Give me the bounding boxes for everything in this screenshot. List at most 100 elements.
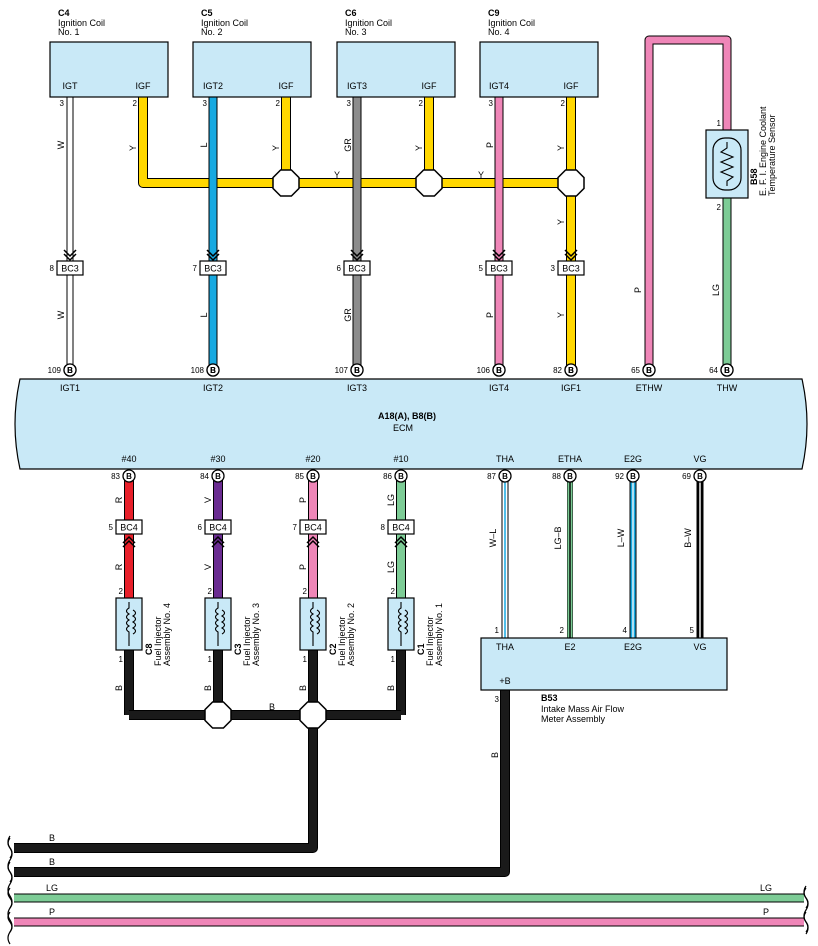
coil-1-wire-b-color: Y xyxy=(128,145,138,151)
bus-wire-4-label-right: P xyxy=(763,907,769,917)
maf-pin-1: 1 xyxy=(495,626,500,635)
bc4-connector-4 xyxy=(387,519,415,535)
injector-1-pin-bottom: 1 xyxy=(119,655,124,664)
ecm-label-injector-4: #10 xyxy=(393,454,408,464)
ecm-label-maf-3: E2G xyxy=(624,454,642,464)
ecm-pin-maf-E2G xyxy=(626,469,640,483)
ecm-label-IGT3: IGT3 xyxy=(347,383,367,393)
bc3-chevron-1 xyxy=(63,249,77,262)
injector-1-coil-icon-b xyxy=(131,609,137,635)
ecm-pin-#30-letter: B xyxy=(215,472,221,481)
injector-4-ground-color: B xyxy=(386,685,396,691)
injector-3-code: C2 xyxy=(328,643,338,655)
ecm-label-THW: THW xyxy=(717,383,738,393)
coil-3-pin-a-label: IGT3 xyxy=(347,81,367,91)
bc4-pin-4: 8 xyxy=(381,523,386,532)
bc4-chevron-4 xyxy=(394,535,408,548)
maf-pin-label-4: VG xyxy=(693,642,706,652)
injector-4-name: Fuel Injector xyxy=(425,616,435,666)
ecm-pin-IGT4-letter: B xyxy=(496,366,502,375)
injector-4-assy: Assembly No. 1 xyxy=(434,603,444,666)
coil-4-pin-b-label: IGF xyxy=(564,81,580,91)
ecm-top-pin-overlay-7 xyxy=(720,363,734,377)
maf-supply-wire-color: B xyxy=(490,752,500,758)
coil-3-code: C6 xyxy=(345,8,357,18)
injector-3-ground-color: B xyxy=(298,685,308,691)
maf-wire-4-color: B–W xyxy=(683,528,693,548)
injector-4-code: C1 xyxy=(416,643,426,655)
ecm-pin-maf-VG xyxy=(693,469,707,483)
injector-2-code: C3 xyxy=(233,643,243,655)
bc3-pin-3: 6 xyxy=(337,264,342,273)
ecm-pin-num-maf-4: 69 xyxy=(682,472,691,481)
bus-wire-3-label-left: LG xyxy=(46,883,58,893)
ecm-pin-num-1: 109 xyxy=(48,366,62,375)
temp-sensor-code: B58 xyxy=(749,168,759,185)
bc3-connector-1 xyxy=(56,260,84,276)
ecm-pin-num-igf1: 82 xyxy=(553,366,562,375)
left-break-line xyxy=(7,835,13,945)
coil-2-pin-b-num: 2 xyxy=(276,99,281,108)
ecm-pin-#20 xyxy=(306,469,320,483)
coil-4-wire-b-color: Y xyxy=(556,145,566,151)
maf-wire-3-color: L–W xyxy=(616,528,626,547)
splice-junction-3 xyxy=(557,169,585,197)
ecm-label-ETHW: ETHW xyxy=(636,383,663,393)
coil-3-no: No. 3 xyxy=(345,27,367,37)
bc3-pin-igf: 3 xyxy=(551,264,556,273)
bus-wire-1-label: B xyxy=(49,833,55,843)
ecm-label-IGT1: IGT1 xyxy=(60,383,80,393)
injector-4-pin-top: 2 xyxy=(391,587,396,596)
injector-2-coil-icon-b xyxy=(220,609,226,635)
injector-4-pin-bottom: 1 xyxy=(391,655,396,664)
parts-layer xyxy=(7,41,809,945)
maf-line1: Intake Mass Air Flow xyxy=(541,704,625,714)
injector-2-name: Fuel Injector xyxy=(242,616,252,666)
coil-2-pin-a-num: 3 xyxy=(203,99,208,108)
coil-2-code: C5 xyxy=(201,8,213,18)
ecm-label-injector-3: #20 xyxy=(305,454,320,464)
coil-1-name: Ignition Coil xyxy=(58,18,105,28)
bc3-connector-3 xyxy=(343,260,371,276)
coil-3-wire-b-color: Y xyxy=(414,145,424,151)
ecm-label-maf-1: THA xyxy=(496,454,514,464)
splice-junction-1 xyxy=(272,169,300,197)
maf-supply-pin: 3 xyxy=(495,695,500,704)
ethw-wire-outline xyxy=(644,35,732,370)
injector-ground-main-outline xyxy=(14,715,318,853)
ecm-label-maf-4: VG xyxy=(693,454,706,464)
ecm-pin-maf-THA xyxy=(498,469,512,483)
ecm-pin-IGF1-letter: B xyxy=(568,366,574,375)
bc4-connector-3-label: BC4 xyxy=(304,523,322,533)
splice-junction-2 xyxy=(415,169,443,197)
ethw-wire-color: P xyxy=(633,287,643,293)
injector-2-assy: Assembly No. 3 xyxy=(251,603,261,666)
ecm-label-IGT4: IGT4 xyxy=(489,383,509,393)
ecm-pin-ETHW-letter: B xyxy=(646,366,652,375)
injector-1-wire-color-2: R xyxy=(114,563,124,570)
maf-pin-4: 5 xyxy=(690,626,695,635)
ecm-pin-THW-letter: B xyxy=(724,366,730,375)
bc4-chevron-3 xyxy=(306,535,320,548)
bus-wire-3-label-right: LG xyxy=(760,883,772,893)
igf1-wire-color-2: Y xyxy=(556,312,566,318)
coil-4-code: C9 xyxy=(488,8,500,18)
ecm-title: A18(A), B8(B) xyxy=(378,411,436,421)
ground-splice-2 xyxy=(299,701,327,729)
bc4-pin-1: 5 xyxy=(109,523,114,532)
ignition-coil-2 xyxy=(192,41,312,98)
mass-air-flow-meter xyxy=(480,637,728,691)
injector-3-pin-bottom: 1 xyxy=(303,655,308,664)
ignition-coil-1 xyxy=(49,41,169,98)
bus-y-label-2: Y xyxy=(478,170,484,180)
maf-wire-1-color: W–L xyxy=(488,529,498,548)
coil-2-no: No. 2 xyxy=(201,27,223,37)
ecm-pin-num-thw: 64 xyxy=(709,366,718,375)
coil-4-no: No. 4 xyxy=(488,27,510,37)
maf-line2: Meter Assembly xyxy=(541,714,606,724)
ecm-top-pin-overlay-4 xyxy=(492,363,506,377)
ecm-pin-#30 xyxy=(211,469,225,483)
thermistor-icon xyxy=(719,142,735,186)
ignition-coil-3 xyxy=(336,41,456,98)
temp-sensor-line1: E. F. I. Engine Coolant xyxy=(758,106,768,196)
